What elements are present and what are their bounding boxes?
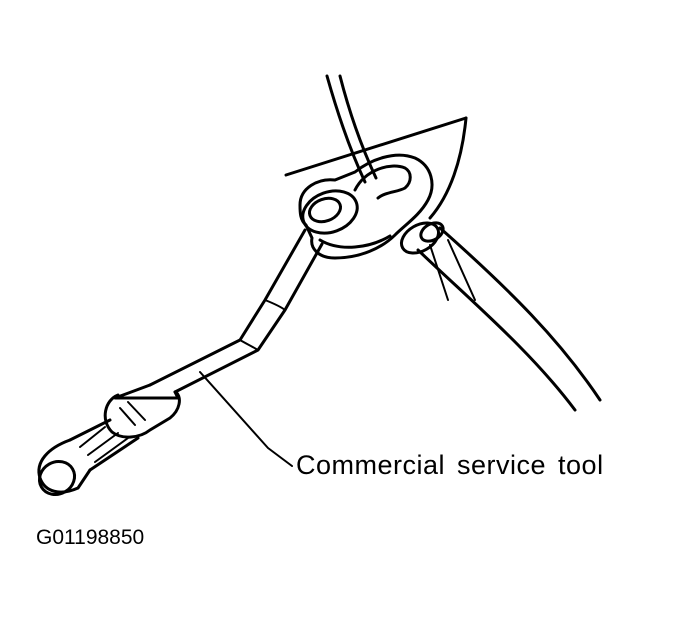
screwdriver-handle: [37, 383, 181, 497]
callout-leader-line: [199, 371, 293, 467]
panel-edges: [284, 116, 468, 220]
wrench-shaft: [148, 228, 324, 394]
wrench-head: [298, 153, 434, 260]
cable: [325, 74, 378, 184]
figure-id: G01198850: [36, 526, 145, 549]
hose-fitting: [400, 221, 445, 255]
wrench-ring: [301, 189, 359, 235]
callout-label: Commercial service tool: [296, 450, 604, 480]
hose: [416, 226, 602, 412]
